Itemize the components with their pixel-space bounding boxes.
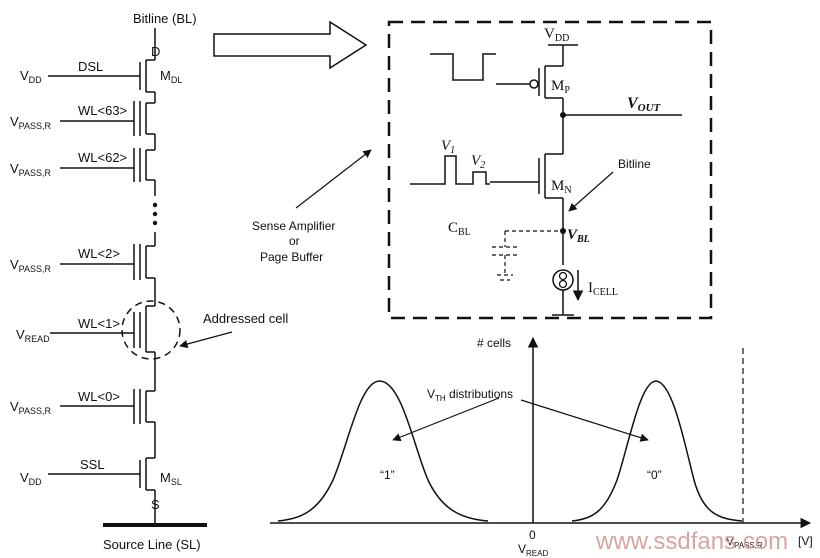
block-arrow	[213, 20, 368, 70]
wl1-label: WL<1>	[78, 316, 120, 331]
cbl-label: CBL	[448, 220, 471, 238]
source-line-label: Source Line (SL)	[103, 537, 201, 552]
sa-caption-1: Sense Amplifier	[252, 219, 335, 233]
wl62-label: WL<62>	[78, 150, 127, 165]
ssl-vdd-label: VDD	[20, 470, 42, 487]
ssl-label: SSL	[80, 457, 105, 472]
sa-bitline-label: Bitline	[618, 157, 651, 171]
string-ellipsis	[152, 202, 158, 226]
bitline-annotation-arrow	[568, 171, 614, 212]
y-axis-label: # cells	[477, 336, 511, 350]
zero-label: 0	[529, 528, 536, 542]
dist-state-1-curve	[277, 380, 489, 522]
vth-distributions-label: VTH distributions	[427, 387, 513, 403]
wl0-vpass-label: VPASS,R	[10, 399, 52, 416]
vout-node	[560, 112, 566, 118]
sa-caption-3: Page Buffer	[260, 250, 323, 264]
transistor-wl1	[50, 300, 181, 360]
watermark: www.ssdfans.com	[595, 528, 788, 555]
distribution-plot	[270, 336, 812, 529]
vbl-label: VBL	[567, 227, 590, 245]
wl62-vpass-label: VPASS,R	[10, 161, 52, 178]
transistor-dsl	[48, 59, 155, 93]
v2-label: V2	[471, 153, 485, 171]
dsl-vdd-label: VDD	[20, 68, 42, 85]
wl2-label: WL<2>	[78, 246, 120, 261]
wl63-vpass-label: VPASS,R	[10, 114, 52, 131]
v1-label: V1	[441, 138, 455, 156]
mn-label: MN	[551, 178, 572, 196]
wl63-label: WL<63>	[78, 103, 127, 118]
addressed-cell-arrow	[179, 331, 233, 349]
transistor-wl2	[60, 244, 155, 280]
sense-amp-box	[387, 20, 713, 320]
msl-label: MSL	[160, 470, 182, 487]
wl2-vpass-label: VPASS,R	[10, 257, 52, 274]
drain-label: D	[151, 44, 160, 59]
icell-label: ICELL	[588, 280, 618, 298]
pmos-bubble	[529, 79, 539, 89]
addressed-cell-circle	[121, 300, 181, 360]
wl1-vread-label: VREAD	[16, 327, 50, 344]
mp-label: MP	[551, 78, 570, 96]
transistor-wl63	[60, 101, 155, 136]
vth-arrow-left	[392, 397, 500, 442]
sense-amp-circuit	[410, 44, 682, 316]
transistor-wl62	[60, 148, 155, 182]
unit-label: [V]	[798, 534, 813, 548]
addressed-cell-label: Addressed cell	[203, 311, 288, 326]
state-1-label: “1”	[380, 468, 395, 482]
source-label: S	[151, 497, 160, 512]
dist-state-0-curve	[571, 380, 743, 522]
cbl-capacitor	[492, 230, 560, 281]
vth-arrow-right	[520, 399, 649, 442]
mdl-label: MDL	[160, 68, 182, 85]
transistor-ssl	[48, 457, 155, 491]
current-source-symbol	[558, 271, 568, 289]
transistor-wl0	[60, 389, 155, 424]
vout-label: VOUT	[627, 95, 662, 114]
dsl-label: DSL	[78, 59, 103, 74]
bitline-label: Bitline (BL)	[133, 11, 197, 26]
sa-caption-2: or	[289, 234, 300, 248]
sa-vdd-label: VDD	[544, 26, 569, 44]
vread-axis-label: VREAD	[518, 542, 548, 558]
wl0-label: WL<0>	[78, 389, 120, 404]
vbl-node	[560, 228, 566, 234]
sa-caption-arrow	[295, 149, 372, 209]
vpass-axis-label: VPASS,R	[726, 534, 763, 550]
state-0-label: “0”	[647, 468, 662, 482]
